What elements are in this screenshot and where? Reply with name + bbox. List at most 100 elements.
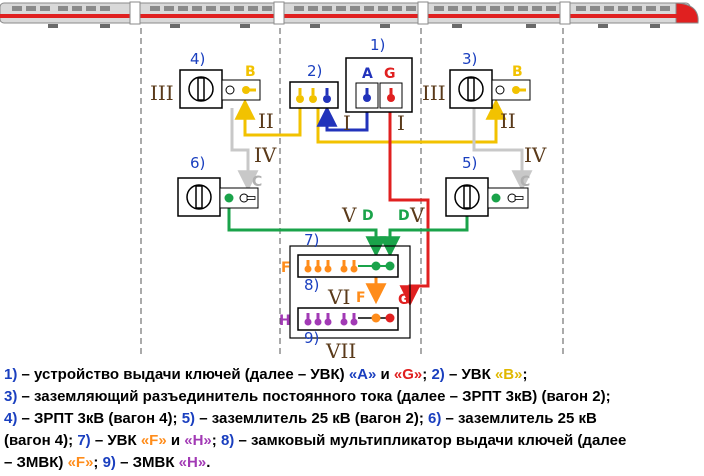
legend-key-a: «A» xyxy=(348,366,377,383)
legend-num: 8) xyxy=(220,432,235,449)
device-7-key-label: F xyxy=(281,260,291,276)
legend-num: 9) xyxy=(102,454,116,471)
key-f-icon xyxy=(304,260,312,273)
key-c-outline-icon xyxy=(507,193,524,203)
key-d-icon xyxy=(385,261,395,271)
legend-num: 2) xyxy=(431,366,445,383)
legend-text: (вагон 4); xyxy=(4,432,78,449)
path-D-left-label: D xyxy=(362,208,374,224)
path-V-right-label: V xyxy=(409,203,425,227)
legend-num: 5) xyxy=(181,410,196,427)
device-4-zrpt: 4) III B xyxy=(150,50,261,109)
legend-key-g: «G» xyxy=(393,366,423,383)
key-f-icon xyxy=(324,260,332,273)
device-5-key-label: C xyxy=(520,174,530,190)
legend-text: ; xyxy=(422,366,432,383)
device-7-uvk-f[interactable] xyxy=(297,254,399,278)
key-h-icon xyxy=(304,313,312,326)
legend-text: – замковый мультипликатор выдачи ключей … xyxy=(234,432,627,449)
legend-text: и xyxy=(376,366,394,383)
train-nose-icon xyxy=(675,2,699,24)
device-6-key-slot[interactable] xyxy=(219,187,259,209)
device-9-zmvk-h[interactable] xyxy=(297,307,399,331)
key-multiplier-assembly: 7) F 8) VI F G H 9) VII xyxy=(279,231,411,360)
device-1-uvk-ag: 1) A G xyxy=(345,36,413,113)
key-a-icon xyxy=(323,88,331,103)
path-V-left-label: V xyxy=(341,203,357,227)
device-1-number: 1) xyxy=(370,36,385,54)
legend: 1) – устройство выдачи ключей (далее – У… xyxy=(4,364,700,474)
device-6-number: 6) xyxy=(190,154,205,172)
legend-text: ; xyxy=(522,366,528,383)
device-4-number: 4) xyxy=(190,50,205,68)
key-h-icon xyxy=(314,313,322,326)
device-2-number: 2) xyxy=(307,62,322,80)
empty-slot-icon xyxy=(495,85,505,95)
legend-text: ; xyxy=(211,432,221,449)
legend-num: 6) xyxy=(428,410,442,427)
device-9-number: 9) xyxy=(304,329,319,347)
lock-cylinder-icon xyxy=(186,184,212,210)
legend-line-2: 3) – заземляющий разъединитель постоянно… xyxy=(4,386,700,408)
device-4-key-label: B xyxy=(245,64,256,80)
legend-text: – УВК xyxy=(90,432,141,449)
legend-text: – устройство выдачи ключей (далее – УВК) xyxy=(17,366,349,383)
key-g-label: G xyxy=(384,66,396,82)
path-IV-left xyxy=(230,108,259,192)
key-f-icon xyxy=(340,260,348,273)
key-b-icon xyxy=(296,88,304,103)
device-8-roman: VI xyxy=(327,285,350,309)
device-5-earthing-switch: 5) C xyxy=(445,154,530,217)
key-a-icon xyxy=(363,88,371,102)
train-red-stripe xyxy=(0,14,680,18)
legend-line-3: 4) – ЗРПТ 3кВ (вагон 4); 5) – заземлител… xyxy=(4,408,700,430)
device-6-key-label: C xyxy=(252,174,262,190)
device-4-key-slot[interactable] xyxy=(221,79,261,101)
interlock-diagram: 1) A G 2) 4) III B 3) III xyxy=(0,1,699,360)
device-5-number: 5) xyxy=(462,154,477,172)
legend-text: – заземлитель 25 кВ (вагон 2); xyxy=(195,410,429,427)
device-8-number: 8) xyxy=(304,276,319,294)
assembly-outer-frame xyxy=(289,245,411,339)
device-3-key-label: B xyxy=(512,64,523,80)
legend-text: – ЗМВК) xyxy=(4,454,68,471)
legend-num: 7) xyxy=(77,432,91,449)
key-b-icon xyxy=(242,86,256,94)
path-IV-right xyxy=(472,108,533,192)
key-d-icon xyxy=(371,261,381,271)
legend-text: – ЗРПТ 3кВ (вагон 4); xyxy=(17,410,182,427)
key-a-label: A xyxy=(362,66,373,82)
lock-cylinder-icon xyxy=(454,184,480,210)
path-II-right-label: II xyxy=(500,109,516,133)
legend-text: ; xyxy=(93,454,103,471)
device-8-key-g-label: G xyxy=(398,292,410,308)
key-c-outline-icon xyxy=(239,193,256,203)
legend-num: 1) xyxy=(4,366,18,383)
path-IV-right-label: IV xyxy=(524,143,547,167)
legend-key-f: «F» xyxy=(67,454,94,471)
legend-text: – ЗМВК xyxy=(115,454,179,471)
device-8-key-f-label: F xyxy=(356,290,366,306)
legend-key-h: «H» xyxy=(184,432,212,449)
legend-line-5: – ЗМВК) «F»; 9) – ЗМВК «H». xyxy=(4,452,700,474)
key-f-icon xyxy=(314,260,322,273)
key-d-icon xyxy=(224,193,234,203)
legend-key-b: «B» xyxy=(494,366,523,383)
key-g-icon xyxy=(387,88,395,102)
lock-cylinder-icon xyxy=(458,76,484,102)
legend-text: – заземлитель 25 кВ xyxy=(441,410,597,427)
device-6-earthing-switch: 6) C xyxy=(177,154,262,217)
path-V-left xyxy=(227,198,387,258)
legend-text: – УВК xyxy=(444,366,495,383)
train xyxy=(0,1,699,28)
legend-line-1: 1) – устройство выдачи ключей (далее – У… xyxy=(4,364,700,386)
legend-text: – заземляющий разъединитель постоянного … xyxy=(17,388,611,405)
device-3-zrpt: 3) III B xyxy=(422,50,531,109)
empty-slot-icon xyxy=(225,85,235,95)
legend-num: 4) xyxy=(4,410,18,427)
path-IV-left-label: IV xyxy=(254,143,277,167)
device-9-key-label: H xyxy=(279,313,291,329)
path-D-right-label: D xyxy=(398,208,410,224)
key-f-icon xyxy=(371,313,381,323)
device-3-key-slot[interactable] xyxy=(491,79,531,101)
